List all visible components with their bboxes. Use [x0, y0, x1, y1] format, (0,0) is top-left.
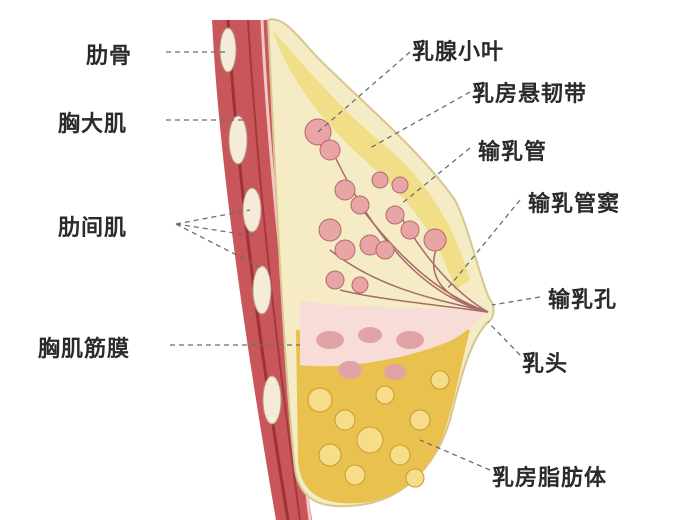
label-suspensory-ligament: 乳房悬韧带 [472, 82, 588, 107]
breast-body [266, 18, 495, 508]
label-duct-sinus: 输乳管窦 [528, 192, 621, 217]
label-pectoralis-major: 胸大肌 [58, 112, 128, 137]
label-fat-body: 乳房脂肪体 [492, 466, 608, 491]
leader-lines [166, 51, 541, 471]
label-intercostal-muscle: 肋间肌 [58, 216, 128, 241]
label-duct: 输乳管 [478, 140, 548, 165]
chest-wall [212, 19, 312, 520]
label-lobule: 乳腺小叶 [412, 40, 505, 65]
label-rib: 肋骨 [86, 44, 133, 69]
label-nipple: 乳头 [522, 352, 569, 377]
label-duct-pore: 输乳孔 [548, 288, 618, 313]
label-pectoral-fascia: 胸肌筋膜 [38, 337, 131, 362]
